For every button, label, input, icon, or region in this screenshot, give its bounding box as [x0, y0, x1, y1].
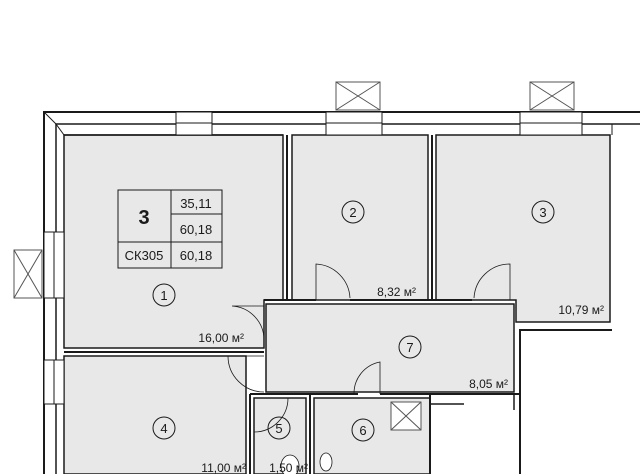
room-markers: 1 2 3 4 5 6 7 [152, 200, 555, 442]
ventilation-shafts [13, 81, 575, 431]
door-room-6 [353, 361, 381, 395]
room-area-1: 16,00 м² [198, 331, 244, 345]
room-4-floor[interactable] [63, 355, 247, 474]
room-floors [63, 134, 611, 474]
room-area-7: 8,05 м² [469, 377, 508, 391]
room-number-5: 5 [275, 421, 282, 436]
sink-icon [319, 452, 333, 472]
room-number-7: 7 [406, 340, 413, 355]
toilet-icon [280, 454, 300, 474]
area-labels: 16,00 м² 8,32 м² 10,79 м² 11,00 м² 1,50 … [198, 285, 604, 474]
door-room-5 [253, 397, 289, 433]
total-area: 60,18 [180, 222, 213, 237]
room-7-floor[interactable] [265, 303, 515, 393]
room-area-2: 8,32 м² [377, 285, 416, 299]
room-number-2: 2 [349, 205, 356, 220]
room-number-1: 1 [160, 288, 167, 303]
room-number-6: 6 [359, 423, 366, 438]
apartment-code: СК305 [125, 248, 164, 263]
interior-walls [64, 135, 520, 474]
room-number-3: 3 [539, 205, 546, 220]
door-room-2 [315, 263, 351, 300]
room-2-floor[interactable] [291, 134, 429, 301]
room-area-4: 11,00 м² [201, 461, 246, 474]
exterior-walls [43, 111, 640, 474]
room-5-floor[interactable] [253, 397, 307, 474]
living-area: 35,11 [180, 196, 212, 211]
room-number-4: 4 [160, 421, 167, 436]
fixtures [280, 452, 333, 474]
door-swings [227, 263, 511, 433]
room-3-floor[interactable] [435, 134, 611, 323]
rooms-count: 3 [138, 207, 149, 229]
door-room-4 [227, 355, 265, 393]
room-area-5: 1,50 м² [269, 461, 308, 474]
door-room-1 [231, 305, 265, 341]
apartment-info-table: 3 35,11 60,18 СК305 60,18 [117, 189, 223, 269]
door-room-3 [473, 263, 511, 300]
windows [43, 111, 583, 405]
room-area-3: 10,79 м² [558, 303, 604, 317]
code-area: 60,18 [180, 248, 213, 263]
